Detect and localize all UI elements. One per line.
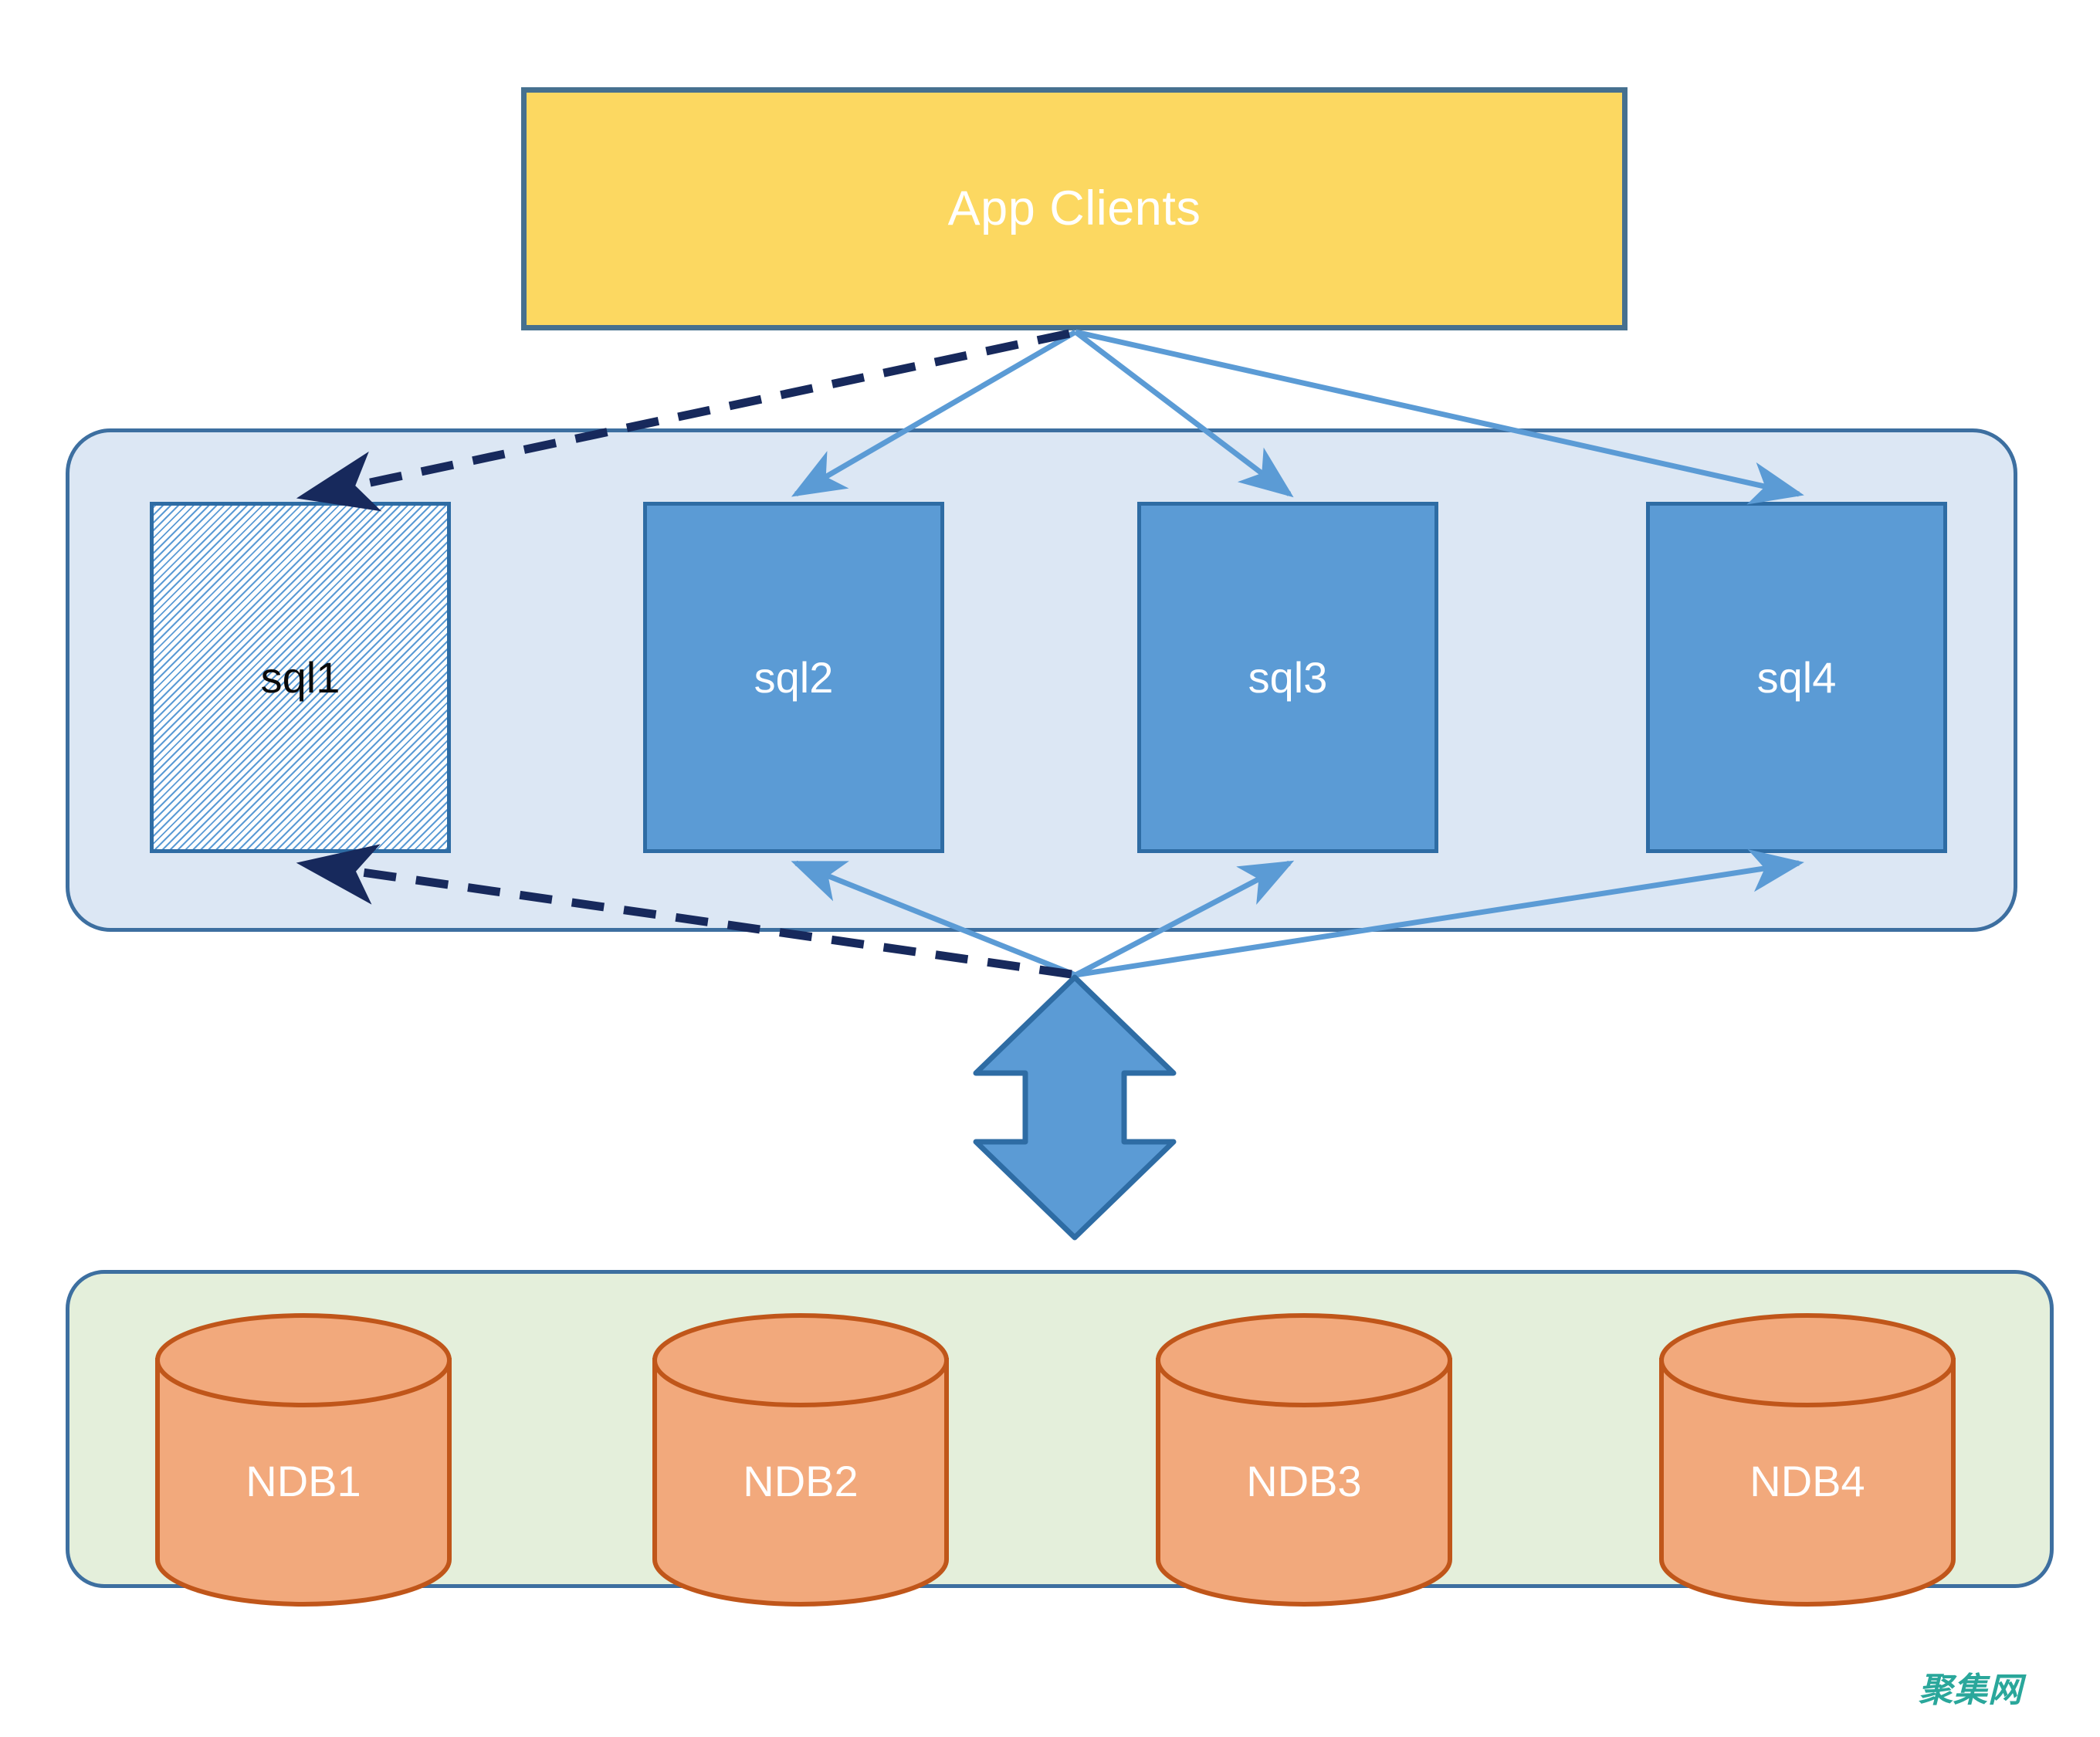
sql-node-label: sql1 bbox=[260, 652, 340, 702]
ndb-node-label: NDB1 bbox=[246, 1457, 361, 1505]
app-clients-box[interactable]: App Clients bbox=[521, 87, 1628, 330]
sql-node-sql2[interactable]: sql2 bbox=[643, 502, 944, 853]
app-clients-label: App Clients bbox=[947, 181, 1201, 235]
cylinder-icon bbox=[652, 1313, 949, 1607]
watermark: 聚集网 bbox=[1919, 1671, 2023, 1709]
ndb-node-label: NDB2 bbox=[743, 1457, 859, 1505]
ndb-node-ndb3[interactable]: NDB3 bbox=[1154, 1312, 1454, 1607]
sql-node-sql4[interactable]: sql4 bbox=[1646, 502, 1947, 853]
cylinder-icon bbox=[1659, 1313, 1956, 1607]
cylinder-icon bbox=[1156, 1313, 1452, 1607]
bidirectional-arrow bbox=[971, 974, 1178, 1241]
ndb-node-label: NDB3 bbox=[1246, 1457, 1362, 1505]
sql-node-label: sql2 bbox=[754, 652, 834, 702]
ndb-node-ndb4[interactable]: NDB4 bbox=[1658, 1312, 1957, 1607]
bidirectional-arrow-shape bbox=[973, 974, 1177, 1241]
sql-node-label: sql4 bbox=[1756, 652, 1837, 702]
sql-node-sql3[interactable]: sql3 bbox=[1137, 502, 1438, 853]
sql-node-sql1[interactable]: sql1 bbox=[150, 502, 451, 853]
ndb-node-ndb1[interactable]: NDB1 bbox=[154, 1312, 453, 1607]
ndb-node-label: NDB4 bbox=[1749, 1457, 1865, 1505]
sql-node-label: sql3 bbox=[1248, 652, 1328, 702]
ndb-node-ndb2[interactable]: NDB2 bbox=[651, 1312, 950, 1607]
cylinder-icon bbox=[155, 1313, 452, 1607]
